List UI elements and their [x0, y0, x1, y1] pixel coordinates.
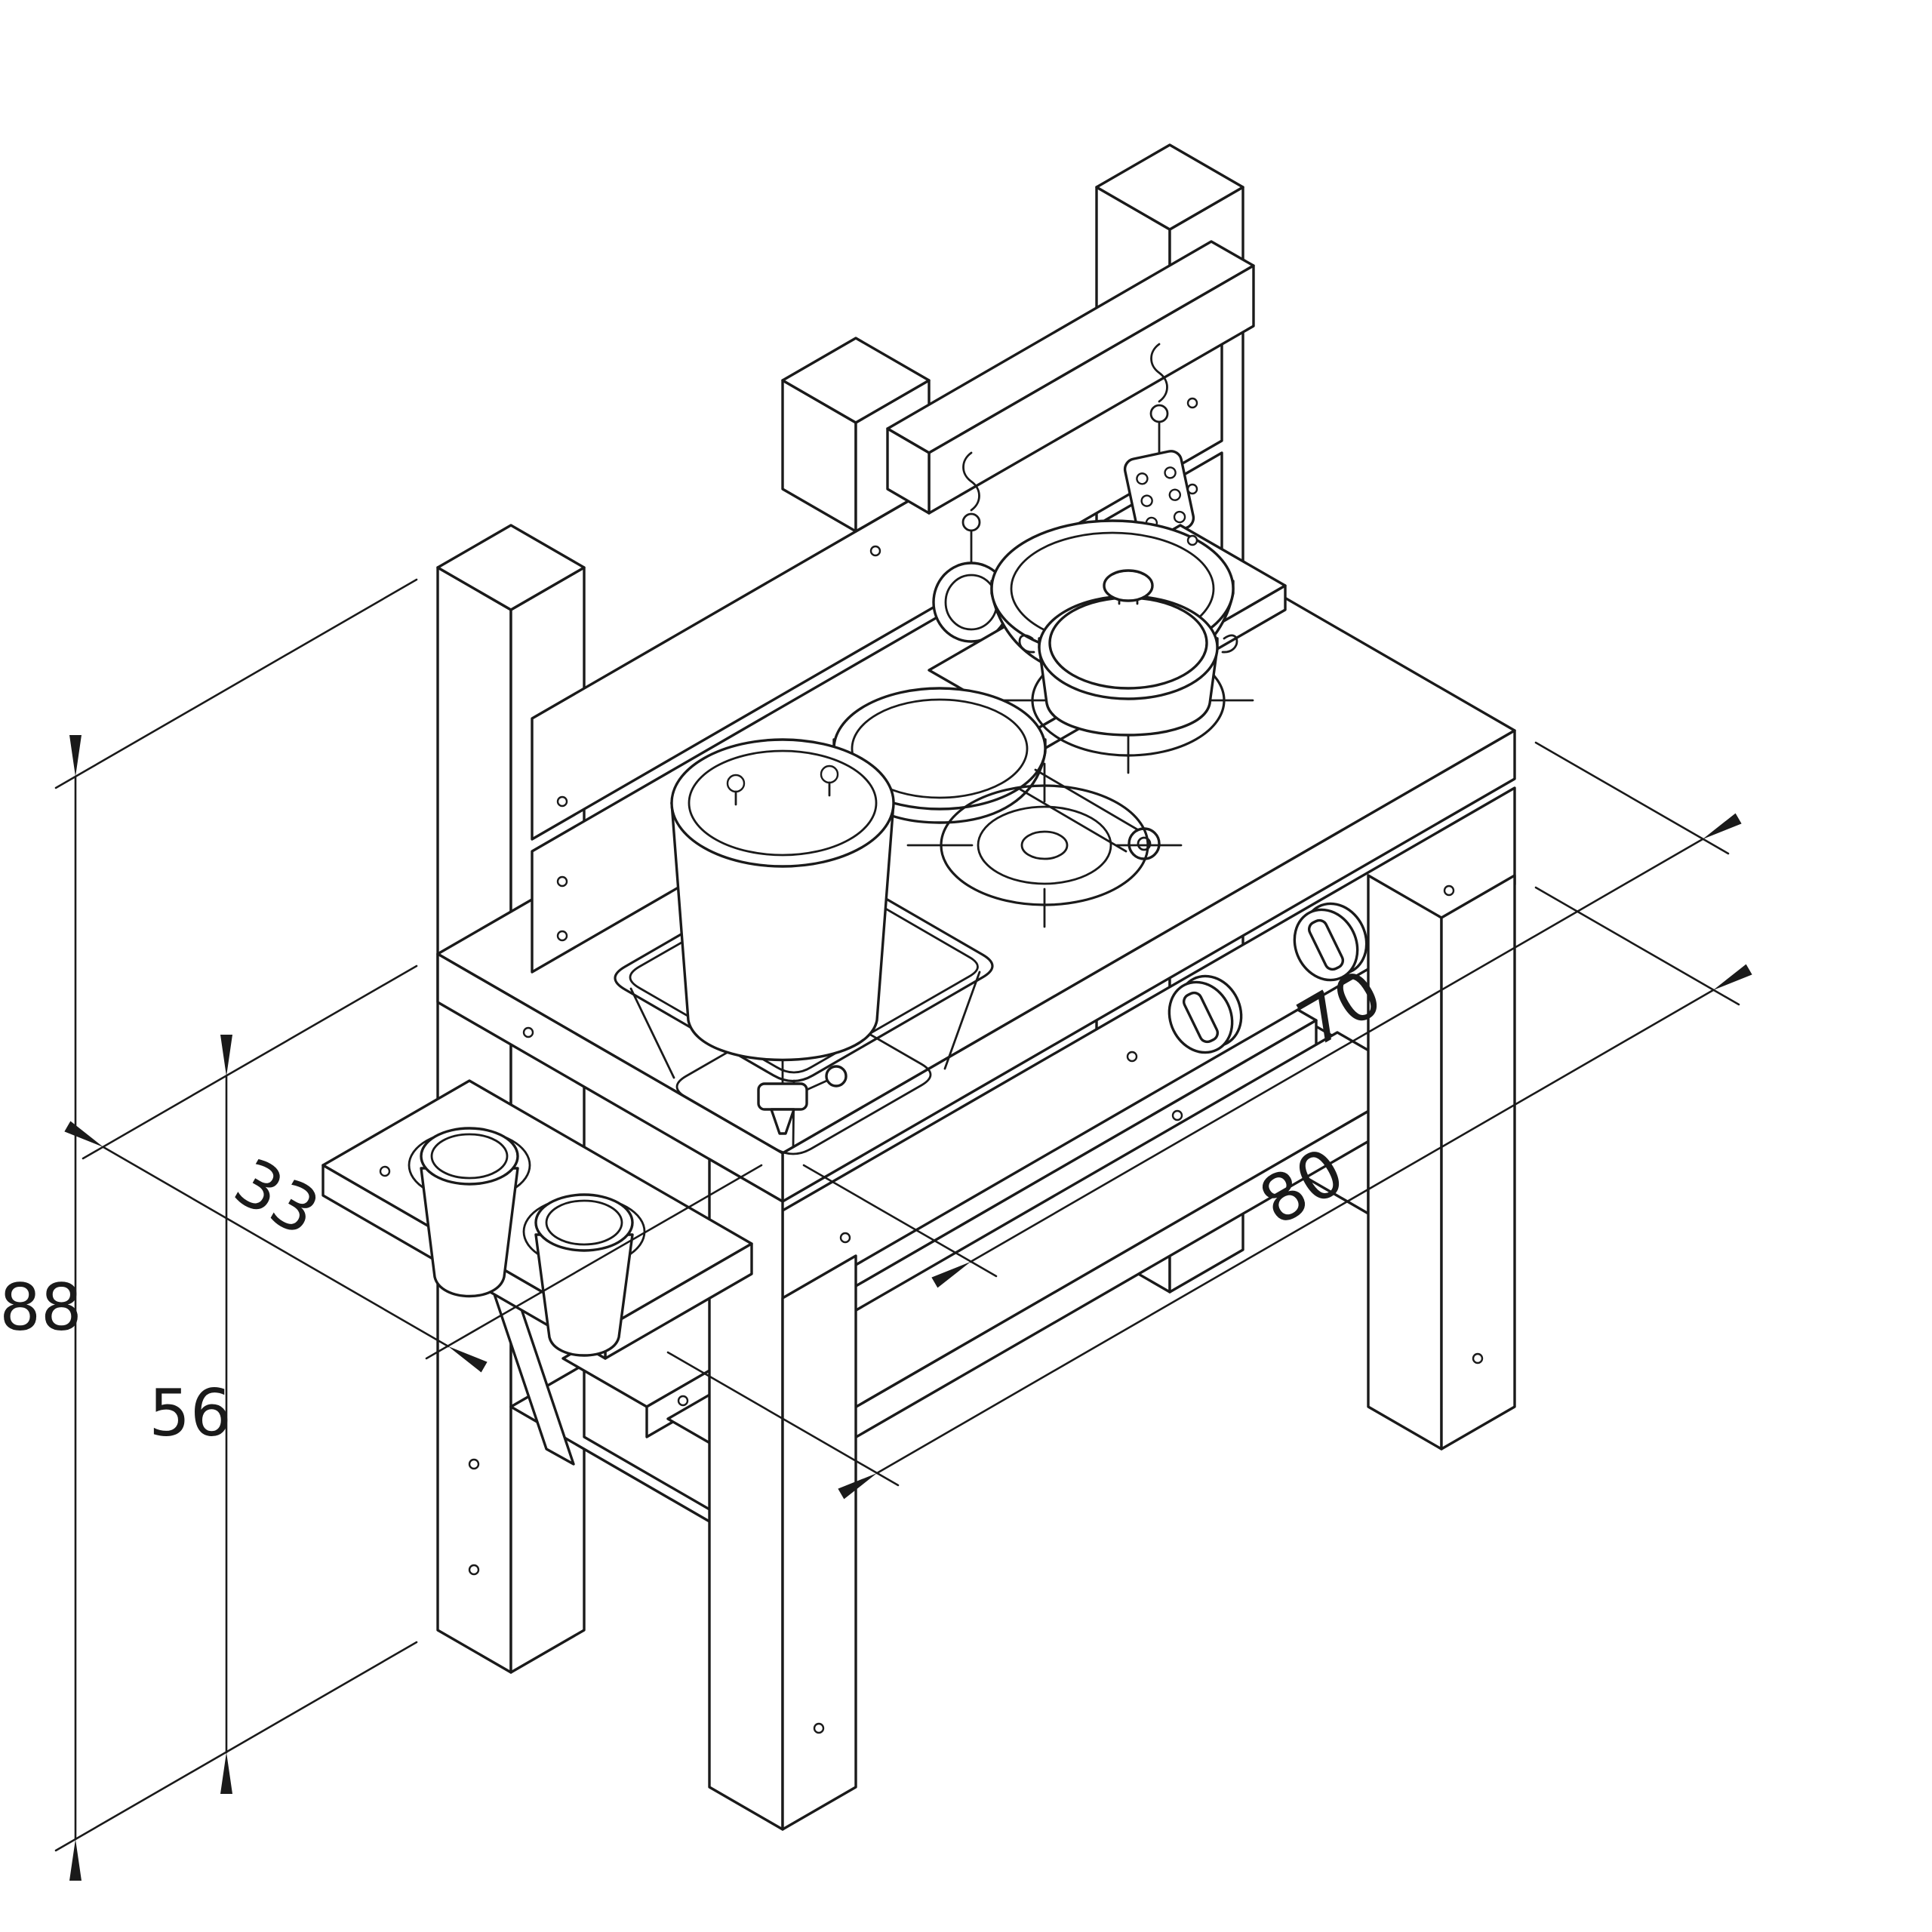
- hanging-skimmer-utensil: [932, 451, 1011, 643]
- dimension-label-total-height: 88: [0, 1270, 82, 1346]
- utensil-rail: [886, 240, 1255, 515]
- front-leg-left: [708, 1158, 857, 1831]
- dimension-line-depth: [64, 1121, 488, 1373]
- play-cup-back: [522, 1193, 646, 1357]
- dimension-label-worktop-height: 56: [149, 1376, 231, 1451]
- dimension-lines: [54, 578, 1752, 1881]
- dimension-label-depth: 33: [222, 1144, 331, 1251]
- dimension-line-total-width: [838, 964, 1752, 1500]
- burner-with-pot: [1002, 569, 1254, 774]
